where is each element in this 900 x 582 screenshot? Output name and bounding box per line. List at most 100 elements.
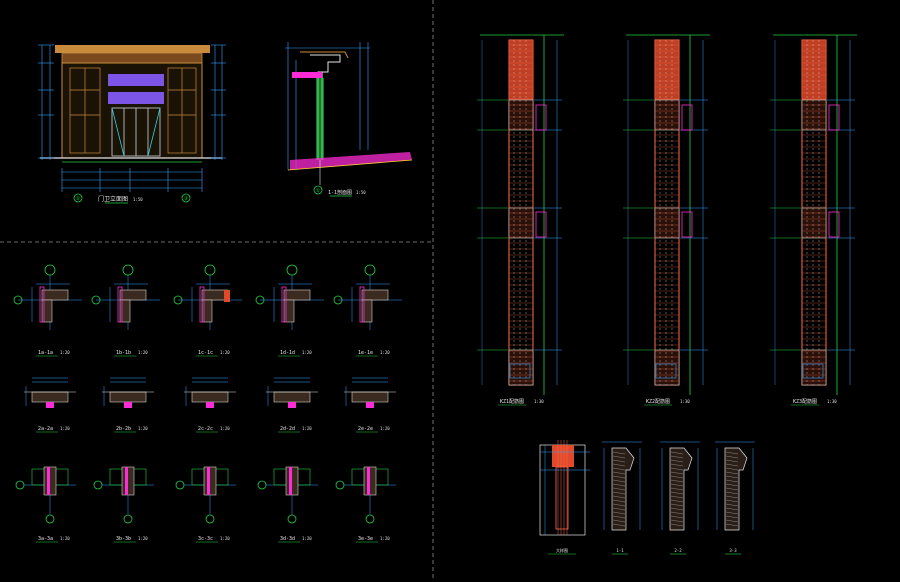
hatch [670, 455, 684, 459]
node-detail-label: 1e-1e [358, 350, 373, 356]
moulding-profile [724, 447, 748, 531]
node-rebar [359, 286, 365, 323]
node-detail-scale: 1:20 [380, 426, 390, 431]
hatch [670, 523, 684, 527]
node-axis-bubble [93, 480, 103, 490]
detail-cap [552, 445, 574, 467]
node-axis-bubble [13, 295, 23, 305]
hatch [670, 459, 684, 463]
node-axis-bubble [45, 514, 55, 524]
section-scale: 1:50 [356, 190, 366, 195]
small-detail: 1-1 [602, 441, 642, 555]
node-axis-bubble [257, 480, 267, 490]
hatch [670, 507, 684, 511]
node-detail-label: 3d-3d [280, 536, 295, 542]
node-column [201, 299, 213, 323]
node-axis-bubble [205, 514, 215, 524]
signage-band [108, 74, 164, 86]
node-slab [351, 391, 389, 403]
node-rebar [47, 467, 50, 495]
elevation-dim-ticks [38, 44, 226, 192]
column-joint [654, 99, 680, 131]
node-axis-bubble [287, 514, 297, 524]
node-column [119, 299, 131, 323]
node-rebar [117, 286, 123, 323]
entrance-door [111, 107, 161, 157]
node-detail-label: 1c-1c [198, 350, 213, 356]
hatch [612, 507, 626, 511]
node-beam [41, 289, 69, 301]
front-elevation-title: 门卫立面图 [98, 195, 128, 203]
node-column [361, 299, 373, 323]
axis-bubble-1 [73, 193, 83, 203]
hatch [725, 455, 739, 459]
node-detail-scale: 1:20 [220, 426, 230, 431]
section-marker [828, 104, 840, 131]
node-rebar [288, 402, 296, 408]
hatch [725, 515, 739, 519]
section-axis-label: ① [316, 188, 321, 194]
column-scale: 1:30 [827, 399, 837, 404]
node-axis-bubble [15, 480, 25, 490]
node-rebar [39, 286, 45, 323]
section-roof-outline [300, 51, 349, 59]
hatch [725, 483, 739, 487]
hatch [670, 487, 684, 491]
node-detail-label: 3c-3c [198, 536, 213, 542]
node-rebar [46, 402, 54, 408]
node-axis-bubble [335, 480, 345, 490]
hatch [670, 503, 684, 507]
node-rebar [367, 467, 370, 495]
sheet-dividers [0, 0, 434, 578]
section-walls [310, 54, 341, 160]
foundation-box [802, 363, 824, 379]
main-detail-title: 大样图 [556, 547, 568, 553]
node-detail-label: 3a-3a [38, 536, 53, 542]
node-detail-scale: 1:20 [380, 536, 390, 541]
node-detail: 2c-2c 1:20 [184, 377, 236, 433]
small-detail-label: 1-1 [616, 548, 624, 553]
node-axis-bubble [175, 480, 185, 490]
section-column [316, 78, 324, 160]
hatch [670, 499, 684, 503]
section-marker [681, 104, 693, 131]
column-title: KZ1配筋图 [500, 398, 524, 405]
hatch [612, 487, 626, 491]
node-detail-scale: 1:20 [60, 426, 70, 431]
node-rebar [206, 402, 214, 408]
hatch [670, 483, 684, 487]
node-detail-scale: 1:20 [60, 536, 70, 541]
small-detail-label: 3-3 [729, 548, 737, 553]
column-footing [508, 349, 534, 386]
node-detail-label: 1a-1a [38, 350, 53, 356]
node-detail-label: 2c-2c [198, 426, 213, 432]
hatch [725, 463, 739, 467]
node-axis-bubble [204, 264, 216, 276]
node-detail-label: 2e-2e [358, 426, 373, 432]
node-axis-bubble [365, 514, 375, 524]
section-axis-bubble [313, 185, 323, 195]
hatch [725, 523, 739, 527]
cornice [55, 45, 210, 53]
small-detail: 3-3 [715, 441, 755, 555]
column-scale: 1:30 [534, 399, 544, 404]
hatch [670, 451, 684, 455]
hatch [725, 519, 739, 523]
moulding-profile [669, 447, 693, 531]
ground-slab [290, 152, 412, 170]
hatch [612, 495, 626, 499]
node-detail-scale: 1:20 [220, 350, 230, 355]
detail-shaft [555, 466, 569, 530]
node-rebar [289, 467, 292, 495]
section-marker [828, 211, 840, 238]
node-axis-bubble [364, 264, 376, 276]
